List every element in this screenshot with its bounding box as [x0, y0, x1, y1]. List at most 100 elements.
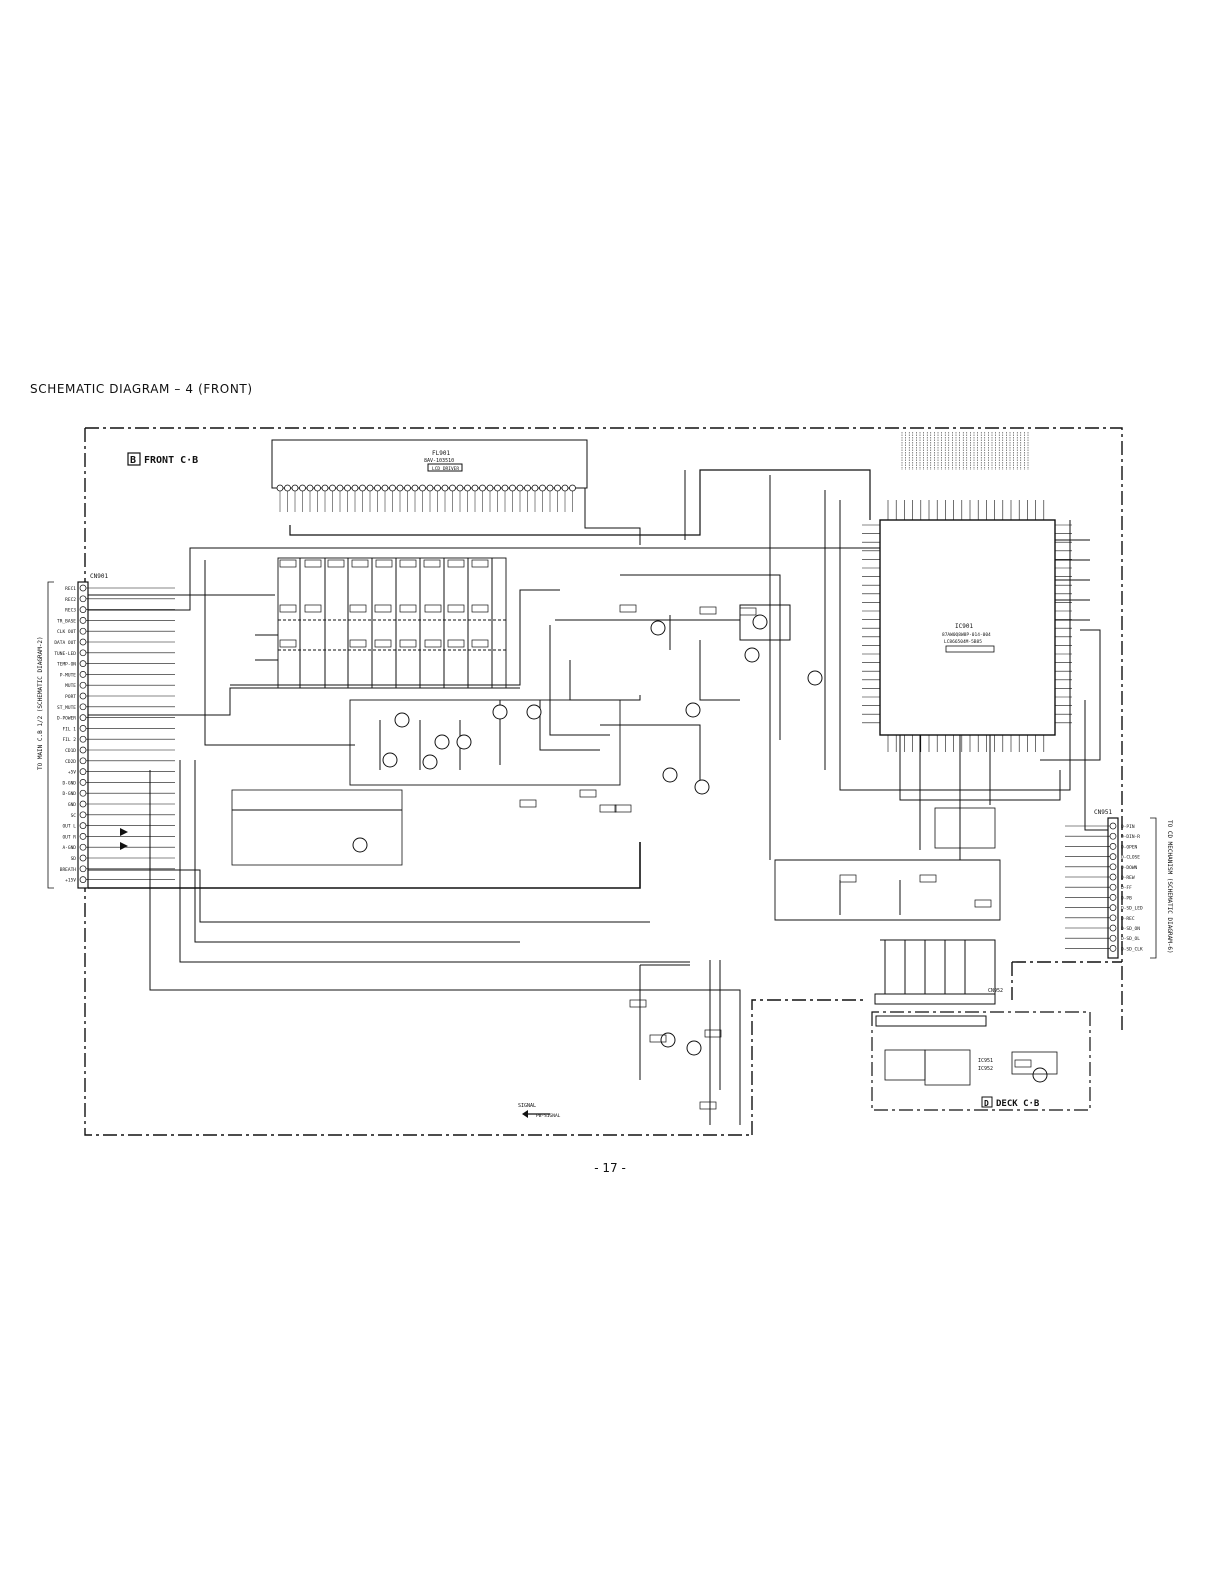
cn901-pin: [79, 649, 87, 657]
cn901-pin-label: D-POWER: [57, 716, 76, 722]
cn901-pin: [79, 746, 87, 754]
cn901-pin: [79, 714, 87, 721]
cn952-label: CN952: [988, 988, 1003, 994]
cn901-pin-label: MUTE: [65, 683, 76, 689]
display-pin: [569, 484, 576, 492]
display-pin: [479, 484, 486, 492]
cn951-pin-label: D-CLOSE: [1121, 855, 1140, 861]
connector-cn901: CN901: [77, 573, 108, 889]
cn951-pin-label: D-SD_CLK: [1121, 946, 1143, 952]
cn901-pin-label: SC: [71, 813, 77, 819]
component-box: [447, 604, 465, 613]
cn901-pin-label: CD2D: [65, 759, 76, 765]
display-pin: [299, 484, 306, 492]
component-box: [599, 804, 617, 813]
cn901-pin-label: +15V: [65, 878, 76, 884]
cn901-pin: [79, 703, 87, 711]
cn901-pin-label: CD1D: [65, 748, 76, 754]
display-pin: [471, 484, 479, 492]
cn901-pin-label: CLK OUT: [57, 629, 76, 635]
display-pin: [546, 484, 554, 492]
display-pin: [284, 484, 291, 492]
cn951-pin: [1109, 832, 1117, 840]
component-box: [1014, 1059, 1032, 1068]
component-box: [471, 559, 489, 568]
ic901-part: 87AW0Q8W8P-014-004: [942, 632, 991, 638]
cn951-pin-label: D-SD_LED: [1121, 906, 1143, 912]
display-pin: [524, 484, 531, 492]
display-pin: [396, 484, 404, 492]
component-box: [699, 606, 717, 615]
cn951-pin: [1109, 843, 1117, 850]
cn901-pin-label: BREATH: [60, 867, 77, 873]
display-pin: [314, 484, 321, 492]
display-pins: [276, 484, 576, 512]
display-pin: [419, 484, 426, 492]
deck-board: CN952 IC951 IC952 D DECK C·B: [871, 988, 1091, 1111]
cn901-pin: [79, 833, 87, 840]
display-pin: [321, 484, 329, 492]
display-pin: [359, 484, 366, 492]
cn951-pins: D-PIND-DIN-RD-OPEND-CLOSED-DOWND-REWD-FF…: [1065, 822, 1143, 952]
cn901-pin-label: REC1: [65, 586, 76, 592]
display-pin: [486, 484, 494, 492]
cn951-pin-label: D-PIN: [1121, 824, 1135, 830]
cn901-pin-label: TEMP-ON: [57, 662, 76, 668]
cn901-pin-label: REC2: [65, 597, 76, 603]
component-box: [399, 604, 417, 613]
cn901-pin-label: DATA OUT: [54, 640, 76, 646]
display-pin: [276, 484, 284, 492]
left-vertical-label: TO MAIN C.B 1/2 (SCHEMATIC DIAGRAM-2): [37, 636, 44, 770]
cn901-pin: [79, 811, 87, 819]
display-pin: [501, 484, 509, 492]
display-pin: [426, 484, 434, 492]
cn951-pin: [1109, 894, 1117, 901]
front-board-label: B FRONT C·B: [127, 452, 198, 466]
cn901-pin-label: P-MUTE: [60, 672, 77, 678]
signal-legend-direction: PB-SIGNAL: [536, 1113, 561, 1119]
component-box: [649, 1034, 667, 1043]
cn901-pin-label: A-GND: [62, 845, 76, 851]
component-box: [447, 559, 465, 568]
display-pin: [366, 484, 374, 492]
cn901-pin: [79, 627, 87, 635]
ic901-ref: IC901: [955, 623, 973, 630]
component-box: [739, 607, 757, 616]
front-board-outline: [84, 427, 1123, 1136]
component-box: [304, 559, 322, 568]
output-arrows: [120, 828, 128, 850]
cn901-pin-label: FIL 1: [62, 726, 76, 732]
cn901-pin: [79, 843, 87, 851]
cn951-pin: [1109, 924, 1117, 932]
cn901-pin-label: D-GND: [62, 780, 76, 786]
component-box: [374, 639, 392, 648]
display-pin: [561, 484, 569, 492]
cn901-pin: [79, 735, 87, 743]
cn901-pin: [79, 617, 87, 624]
ic901-alt: LC866504M-5B85: [944, 639, 982, 645]
component-box: [974, 899, 992, 908]
signal-legend: SIGNAL PB-SIGNAL: [518, 1103, 561, 1119]
cn901-pin: [79, 768, 87, 775]
component-box: [519, 799, 537, 808]
page-title: SCHEMATIC DIAGRAM – 4 (FRONT): [30, 382, 253, 396]
cn901-pin-label: ST_MUTE: [57, 705, 76, 711]
board-marker-d-text: D: [984, 1099, 989, 1108]
component-box: [279, 604, 297, 613]
cn951-pin: [1109, 873, 1117, 881]
cn901-pin-label: OUT R: [62, 834, 76, 840]
display-pin: [449, 484, 456, 492]
component-box: [424, 639, 442, 648]
component-box: [399, 559, 417, 568]
display-pin: [531, 484, 539, 492]
component-box: [327, 559, 345, 568]
cn951-pin: [1109, 863, 1117, 871]
right-vertical-label: TO CD MECHANISM (SCHEMATIC DIAGRAM-6): [1166, 820, 1173, 954]
cn951-pin-label: D-OPEN: [1121, 844, 1138, 850]
cn901-pin-label: OUT L: [62, 824, 76, 830]
cn901-pin-label: REC3: [65, 608, 76, 614]
deck-ic-a: IC951: [978, 1058, 993, 1064]
cn901-pin-label: FIL 2: [62, 737, 76, 743]
cn901-label: CN901: [90, 573, 108, 580]
cn901-pin: [79, 638, 87, 646]
